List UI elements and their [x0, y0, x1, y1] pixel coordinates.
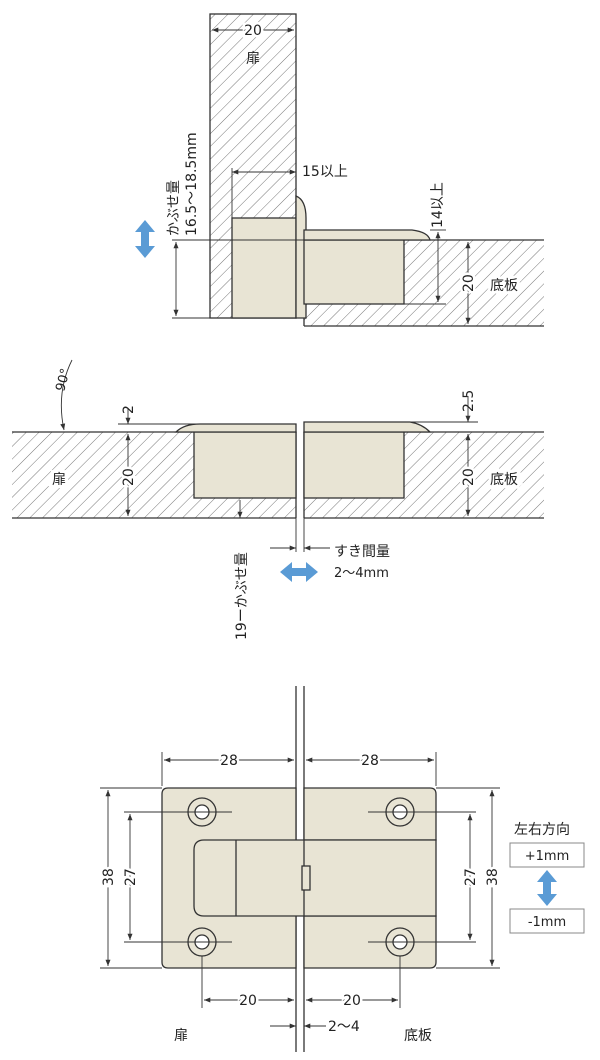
middle-section: 90° 2 20 扉 2.5 20 底板 19ーかぶせ量 すき間量 2〜4mm [12, 359, 544, 640]
width-left-label: 28 [220, 753, 238, 769]
adjust-minus-box [509, 908, 585, 934]
min-height-label: 14以上 [430, 182, 446, 228]
door-thickness-open: 20 [121, 468, 137, 486]
hole-right-label: 20 [343, 993, 361, 1009]
door-label-open: 扉 [52, 472, 66, 488]
top-section: 20 扉 15以上 かぶせ量 16.5〜18.5mm 14以上 20 底板 [135, 13, 544, 327]
base-thickness-label: 20 [461, 274, 477, 292]
door-thickness-label: 20 [244, 23, 262, 39]
height-inner-right: 27 [463, 868, 479, 886]
bottom-section: 28 28 38 27 27 38 20 20 2〜4 扉 底板 左右方向 [99, 686, 585, 1052]
left-right-adjust-arrow [537, 870, 557, 906]
adjust-title: 左右方向 [514, 822, 570, 838]
vertical-adjust-arrow [135, 220, 155, 258]
height-outer-left: 38 [101, 868, 117, 886]
hinge-lip-base [303, 229, 431, 241]
gap-title: すき間量 [334, 544, 390, 560]
hinge-lip-left [174, 423, 297, 433]
height-inner-left: 27 [123, 868, 139, 886]
hinge-body-base [303, 239, 405, 305]
base-label-bottom: 底板 [404, 1028, 432, 1044]
horizontal-adjust-arrow [280, 562, 318, 582]
angle-label: 90° [53, 367, 73, 393]
adjust-plus-box [509, 842, 585, 868]
overlay-range: 16.5〜18.5mm [184, 132, 200, 236]
overlay-title: かぶせ量 [166, 180, 182, 236]
hinge-body-left [193, 431, 297, 499]
gap-bottom-label: 2〜4 [328, 1019, 360, 1035]
hinge-knuckle [193, 839, 437, 917]
hole-left-label: 20 [239, 993, 257, 1009]
overlay-formula: 19ーかぶせ量 [234, 552, 250, 640]
hinge-body-door [231, 217, 297, 319]
top-offset-left: 2 [121, 405, 137, 414]
door-label: 扉 [246, 51, 260, 67]
hinge-plate-right-top [303, 787, 437, 841]
min-depth-label: 15以上 [302, 164, 348, 180]
adjust-plus: +1mm [525, 849, 570, 864]
gap-range: 2〜4mm [334, 566, 389, 581]
base-label: 底板 [490, 278, 518, 294]
adjust-minus: -1mm [528, 915, 566, 930]
door-label-bottom: 扉 [174, 1028, 188, 1044]
hinge-body-right [303, 431, 405, 499]
height-outer-right: 38 [485, 868, 501, 886]
width-right-label: 28 [361, 753, 379, 769]
base-thickness-open: 20 [461, 468, 477, 486]
top-offset-right: 2.5 [461, 390, 477, 412]
hinge-lip-right [303, 421, 432, 433]
hinge-latch [301, 865, 311, 891]
base-label-open: 底板 [490, 472, 518, 488]
